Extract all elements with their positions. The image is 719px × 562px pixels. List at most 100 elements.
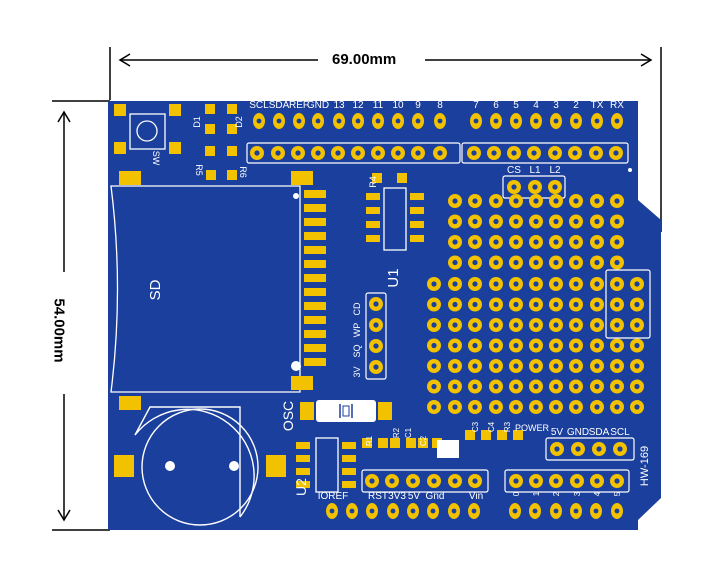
pad-hole — [431, 383, 437, 390]
pad-hole — [573, 508, 579, 514]
pad-hole — [373, 364, 379, 370]
pad-hole — [513, 342, 519, 349]
pad-hole — [573, 259, 579, 266]
pad-hole — [472, 198, 478, 204]
pad-hole — [553, 363, 559, 369]
pad-hole — [431, 342, 437, 349]
analog-header-outline — [504, 469, 630, 493]
top-header-label: GND — [307, 100, 329, 111]
i2c-header-outline — [545, 437, 635, 461]
pad-hole — [553, 259, 559, 266]
pad-hole — [614, 218, 620, 225]
pad-hole — [533, 198, 539, 204]
top-header-label: REF — [289, 100, 309, 111]
sd-detect-marker — [291, 361, 301, 371]
pad-hole — [415, 150, 421, 156]
pad-hole — [511, 150, 517, 156]
top-header-label: 5 — [513, 100, 519, 111]
pad-hole — [493, 259, 499, 266]
pad-hole — [329, 508, 335, 514]
pad-hole — [512, 508, 518, 514]
u1-pin — [366, 221, 380, 228]
r4-label: R4 — [368, 176, 378, 188]
pad-hole — [513, 218, 519, 225]
pad-hole — [553, 508, 559, 514]
pin1-marker — [628, 168, 632, 172]
pad-hole — [513, 118, 519, 124]
pad-hole — [395, 150, 401, 156]
pad-hole — [594, 383, 600, 390]
pad-hole — [594, 301, 600, 308]
pad-hole — [493, 118, 499, 124]
pad-hole — [493, 404, 499, 410]
pad-hole — [552, 184, 558, 190]
u1-pin — [366, 207, 380, 214]
top-header-label: 8 — [437, 100, 443, 111]
pad-hole — [513, 478, 519, 484]
pad-hole — [472, 301, 478, 308]
u1-chip — [383, 187, 407, 251]
pad-hole — [472, 342, 478, 349]
r4-pad — [397, 173, 407, 183]
sd-pin-label: WP — [352, 323, 362, 338]
pad-hole — [553, 404, 559, 410]
pad-hole — [254, 150, 260, 156]
pad-hole — [614, 239, 620, 245]
pad-hole — [355, 118, 361, 124]
pad-hole — [613, 150, 619, 156]
pad-hole — [472, 363, 478, 369]
top-header-label: 10 — [392, 100, 404, 111]
pad-hole — [614, 383, 620, 390]
pad-hole — [431, 322, 437, 328]
oscillator-crystal — [300, 400, 392, 422]
pad-hole — [452, 301, 458, 308]
pad-hole — [594, 239, 600, 245]
sd-card-pin — [304, 232, 326, 240]
reset-switch — [114, 104, 181, 154]
top-header-label: RX — [610, 100, 624, 111]
pad-hole — [573, 218, 579, 225]
pad-hole — [452, 383, 458, 390]
pad-hole — [493, 281, 499, 287]
sd-card-pin — [304, 218, 326, 226]
pad-hole — [296, 118, 302, 124]
pad-hole — [553, 478, 559, 484]
pad-hole — [513, 322, 519, 328]
sd-card-pin — [304, 274, 326, 282]
r3-label: R3 — [503, 421, 512, 432]
pad-hole — [491, 150, 497, 156]
pad-hole — [573, 383, 579, 390]
pad-hole — [472, 218, 478, 225]
passive-pad — [362, 438, 372, 448]
pad-hole — [593, 508, 599, 514]
pad-hole — [634, 342, 640, 349]
pad-hole — [493, 322, 499, 328]
sd-card-pin — [304, 204, 326, 212]
pad-hole — [437, 118, 443, 124]
pad-hole — [513, 383, 519, 390]
pad-hole — [511, 184, 517, 190]
u2-pin — [296, 455, 310, 462]
top-header-label: 6 — [493, 100, 499, 111]
pad-hole — [493, 198, 499, 204]
pad-hole — [634, 363, 640, 369]
pad-hole — [452, 259, 458, 266]
u1-pin — [410, 221, 424, 228]
pad-hole — [431, 404, 437, 410]
pad-hole — [575, 446, 581, 452]
top-header-label: SCL — [249, 100, 269, 111]
sd-card-pin — [304, 302, 326, 310]
pad-hole — [415, 118, 421, 124]
sd-card-pin — [304, 358, 326, 366]
passive-pad — [406, 438, 416, 448]
power-regulator — [437, 440, 459, 458]
sd-pin-label: SQ — [352, 344, 362, 357]
pad-hole — [430, 508, 436, 514]
pad-hole — [431, 301, 437, 308]
pad-hole — [594, 259, 600, 266]
sd-card-pin — [304, 246, 326, 254]
passive-pad — [497, 430, 507, 440]
pad-hole — [553, 322, 559, 328]
pad-hole — [472, 383, 478, 390]
dimension-lines — [52, 47, 662, 531]
